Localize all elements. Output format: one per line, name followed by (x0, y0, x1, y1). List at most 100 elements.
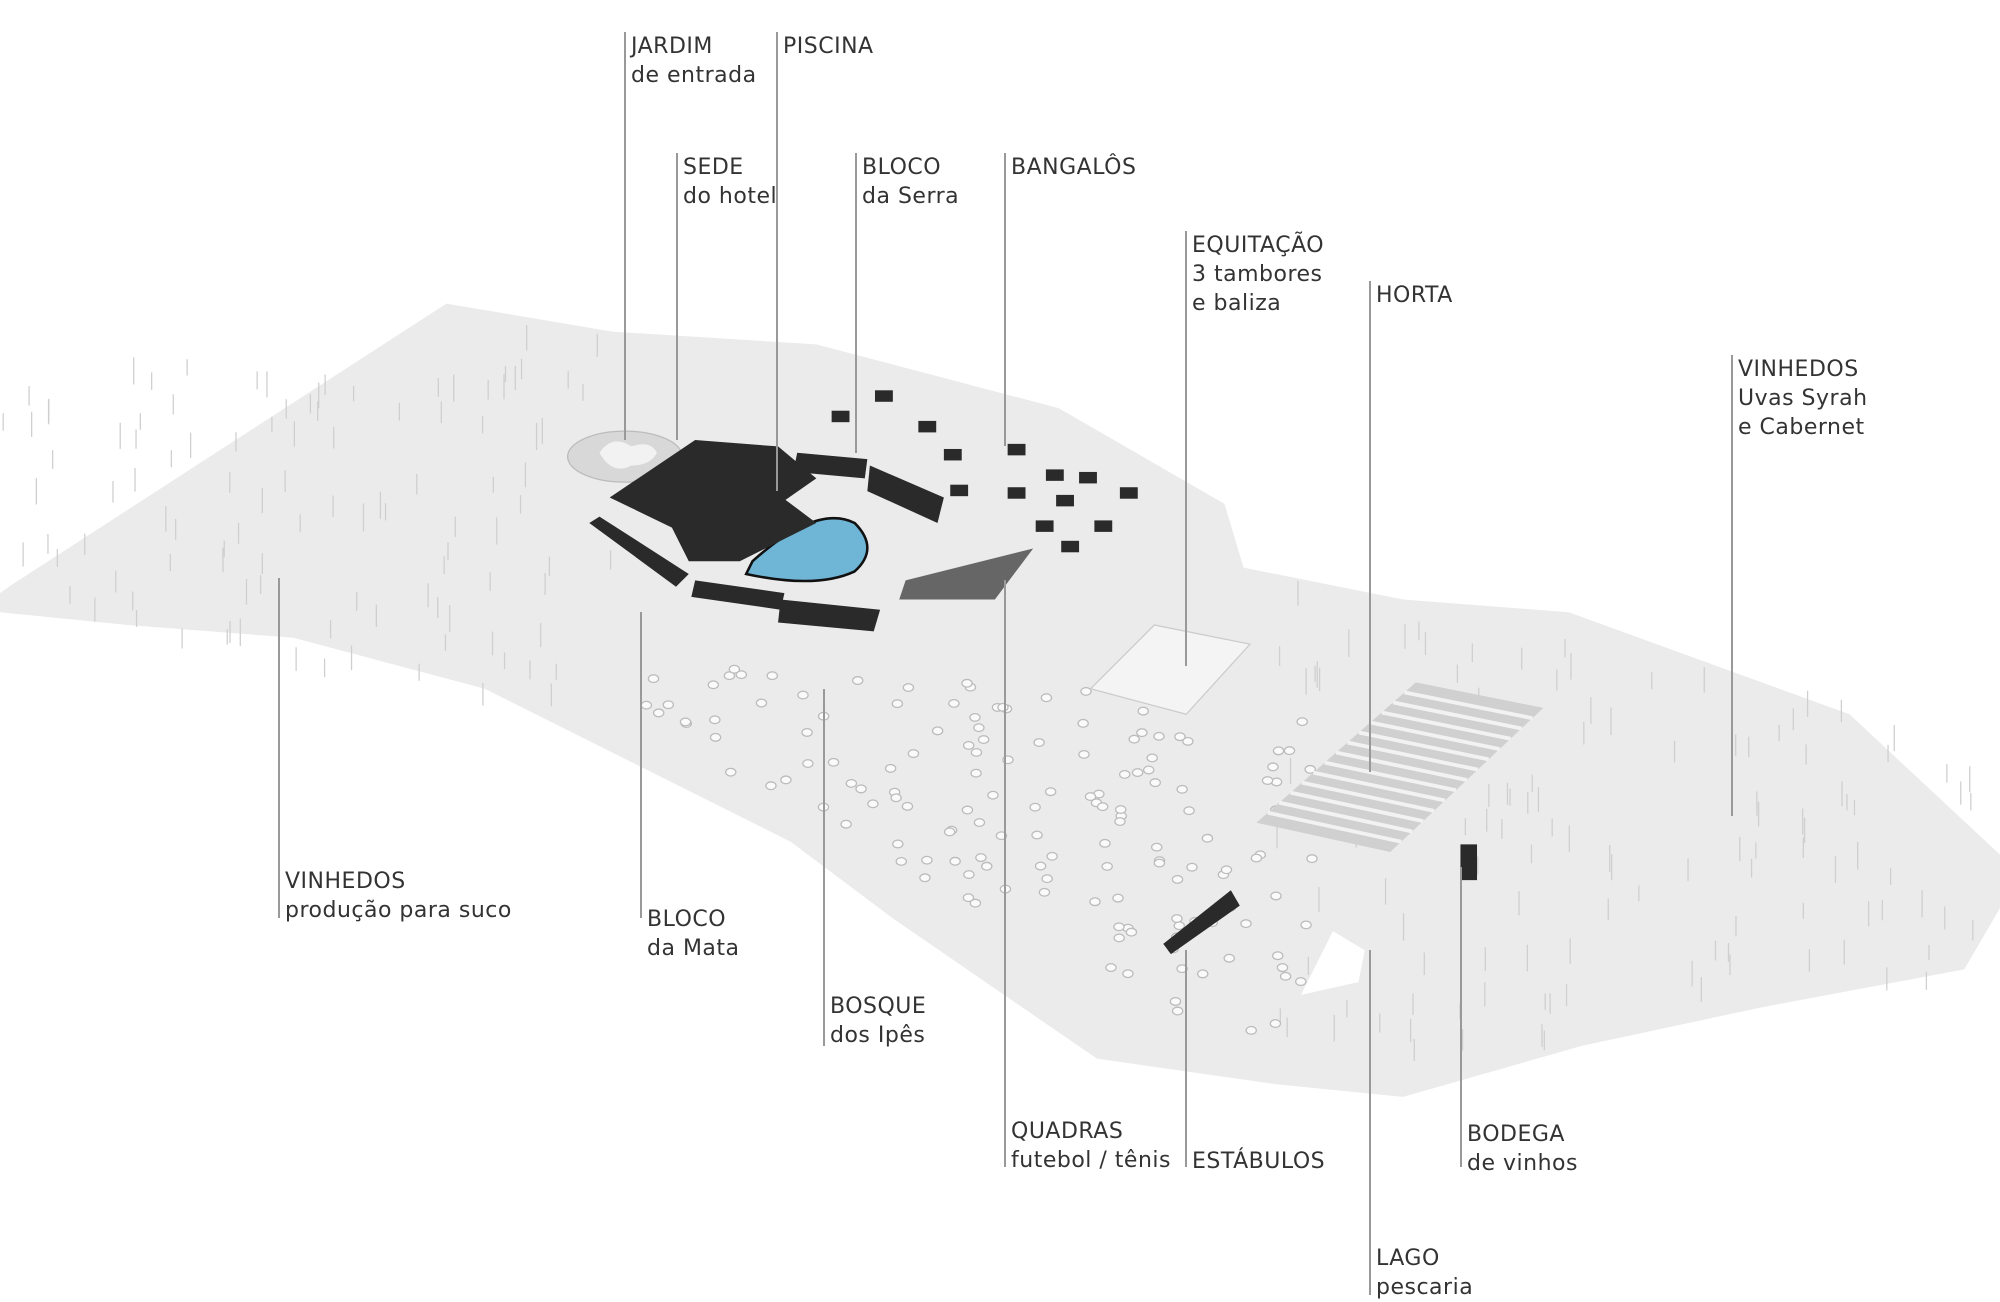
label-subtitle: do hotel (683, 184, 778, 209)
bloco-serra-leader-line (855, 153, 857, 453)
label-subtitle: produção para suco (285, 898, 512, 923)
tree (1183, 806, 1195, 816)
tree (1044, 787, 1057, 797)
tree (1270, 891, 1282, 901)
tree (1220, 865, 1233, 875)
tree (1182, 736, 1194, 746)
label-title: BODEGA (1467, 1122, 1565, 1147)
label-title: BLOCO (647, 907, 727, 932)
label-title: BANGALÔS (1011, 155, 1137, 180)
horta-row (1358, 730, 1490, 762)
tree (1272, 951, 1284, 961)
tree (1173, 921, 1185, 931)
tree (1114, 817, 1126, 827)
label-bloco-mata: BLOCO da Mata (647, 905, 740, 963)
bungalow (1045, 469, 1064, 481)
tree (1125, 927, 1138, 937)
sede-leader-line (676, 153, 678, 440)
tree (1031, 830, 1043, 840)
tree (975, 853, 987, 863)
vinhedos-suco-leader-line (278, 578, 280, 918)
tree (1077, 718, 1089, 728)
label-title: SEDE (683, 155, 744, 180)
tree (840, 819, 852, 829)
tree (1304, 764, 1316, 774)
tree (1306, 854, 1318, 864)
vineyard-rows (2, 325, 1974, 1061)
tree (652, 708, 665, 718)
tree (1171, 1006, 1184, 1016)
tree (765, 781, 777, 791)
piscina-leader-line (776, 32, 778, 491)
tree (1096, 802, 1109, 812)
bangalos-leader-line (1004, 153, 1006, 446)
tree (755, 698, 768, 708)
tree (709, 732, 722, 742)
label-subtitle: da Mata (647, 936, 740, 961)
label-title: EQUITAÇÃO (1192, 233, 1325, 258)
lago-leader-line (1369, 950, 1371, 1295)
tree (766, 671, 779, 681)
horta-row (1404, 690, 1533, 721)
tree (1245, 1025, 1257, 1035)
horta-row (1324, 760, 1457, 793)
tree (1276, 963, 1289, 973)
tree (1153, 858, 1166, 868)
tree (997, 702, 1009, 712)
tree (1080, 686, 1092, 696)
tree (969, 898, 982, 908)
tree (1295, 977, 1307, 987)
ipe-trees (640, 664, 1318, 1035)
label-subtitle: pescaria (1376, 1275, 1474, 1300)
tree (1089, 897, 1101, 907)
tree (891, 699, 904, 709)
bungalow (943, 448, 962, 461)
label-subtitle: 3 tambores (1192, 262, 1323, 287)
tree (1099, 838, 1111, 848)
bungalow (1061, 540, 1080, 553)
tree (723, 671, 736, 681)
tree (948, 698, 960, 708)
tree (931, 726, 944, 736)
tree (962, 893, 975, 903)
tree (890, 793, 902, 803)
tree (977, 735, 990, 745)
horta-row (1267, 810, 1402, 844)
tree (902, 683, 915, 693)
main-hotel-building (589, 440, 1478, 955)
label-title: HORTA (1376, 283, 1453, 308)
tree (1137, 706, 1149, 716)
tree (884, 763, 897, 773)
tree (1176, 784, 1188, 794)
tree (1142, 765, 1155, 775)
label-title: BLOCO (862, 155, 942, 180)
terrain (0, 303, 2000, 1097)
tree (1105, 963, 1117, 973)
tree (802, 759, 814, 769)
label-sede: SEDE do hotel (683, 153, 777, 211)
tree (735, 670, 748, 680)
tree (1240, 919, 1252, 929)
tree (797, 690, 809, 700)
bungalow (1094, 520, 1113, 532)
label-subtitle2: e Cabernet (1738, 415, 1865, 440)
tree (943, 827, 956, 837)
tree (1261, 776, 1274, 786)
label-subtitle: da Serra (862, 184, 960, 209)
tree (855, 784, 867, 794)
tree (662, 700, 675, 710)
tree (780, 775, 792, 785)
label-estabulos: ESTÁBULOS (1192, 1147, 1325, 1176)
tree (1176, 964, 1188, 974)
tree (1114, 805, 1127, 815)
bodega-leader-line (1460, 867, 1462, 1167)
tree (949, 856, 961, 866)
tree (1283, 746, 1296, 756)
tree (1149, 778, 1161, 788)
tree (973, 723, 985, 733)
